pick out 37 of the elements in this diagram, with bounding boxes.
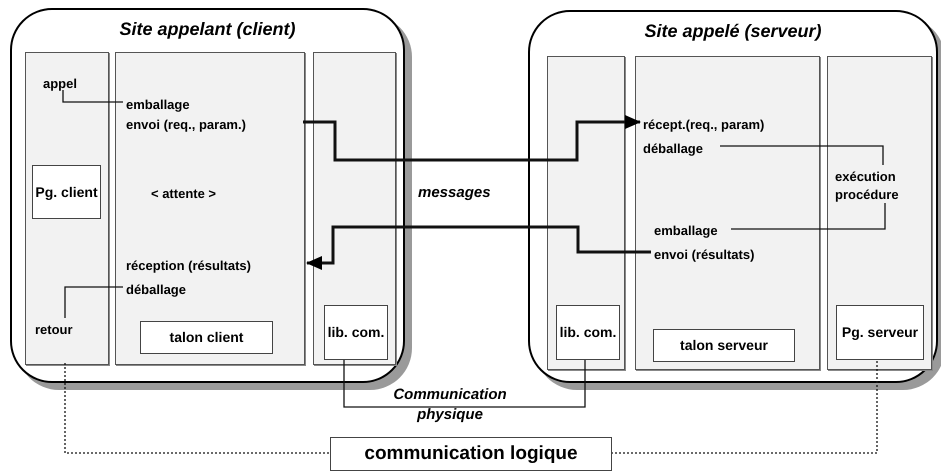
step-label: emballage	[126, 96, 206, 114]
column-panel	[25, 52, 109, 365]
connector-line	[64, 286, 123, 318]
connector-line	[343, 357, 586, 408]
panel-title: Site appelant (client)	[118, 18, 297, 41]
column-panel	[547, 56, 625, 370]
dotted-connector	[64, 363, 330, 454]
step-label: emballage	[654, 222, 734, 240]
connector-line	[62, 90, 123, 103]
step-label: envoi (résultats)	[654, 246, 804, 264]
step-label: envoi (req., param.)	[126, 116, 306, 134]
connector-line	[731, 203, 886, 230]
step-label: exécution procédure	[835, 168, 929, 206]
module-box: talon serveur	[653, 329, 795, 362]
column-panel	[635, 56, 820, 370]
connector-line	[720, 145, 884, 165]
message-arrow	[306, 226, 651, 270]
module-box: Pg. serveur	[836, 305, 924, 360]
step-label: déballage	[126, 281, 206, 299]
module-box: lib. com.	[324, 305, 388, 360]
message-label: messages	[418, 183, 491, 203]
column-panel	[115, 52, 305, 365]
step-label: retour	[35, 321, 101, 339]
step-label: appel	[43, 75, 95, 93]
panel-title: Site appelé (serveur)	[643, 20, 823, 43]
step-label: récept.(req., param)	[643, 116, 819, 134]
column-panel	[827, 56, 932, 370]
module-box: lib. com.	[556, 305, 620, 360]
module-box: talon client	[140, 321, 273, 354]
step-label: < attente >	[151, 185, 251, 203]
module-box: Pg. client	[32, 165, 101, 219]
column-panel	[313, 52, 396, 365]
step-label: réception (résultats)	[126, 257, 310, 275]
edge-label: Communication physique	[392, 385, 508, 426]
step-label: déballage	[643, 140, 723, 158]
module-box: communication logique	[330, 437, 612, 471]
message-arrow	[303, 115, 641, 162]
